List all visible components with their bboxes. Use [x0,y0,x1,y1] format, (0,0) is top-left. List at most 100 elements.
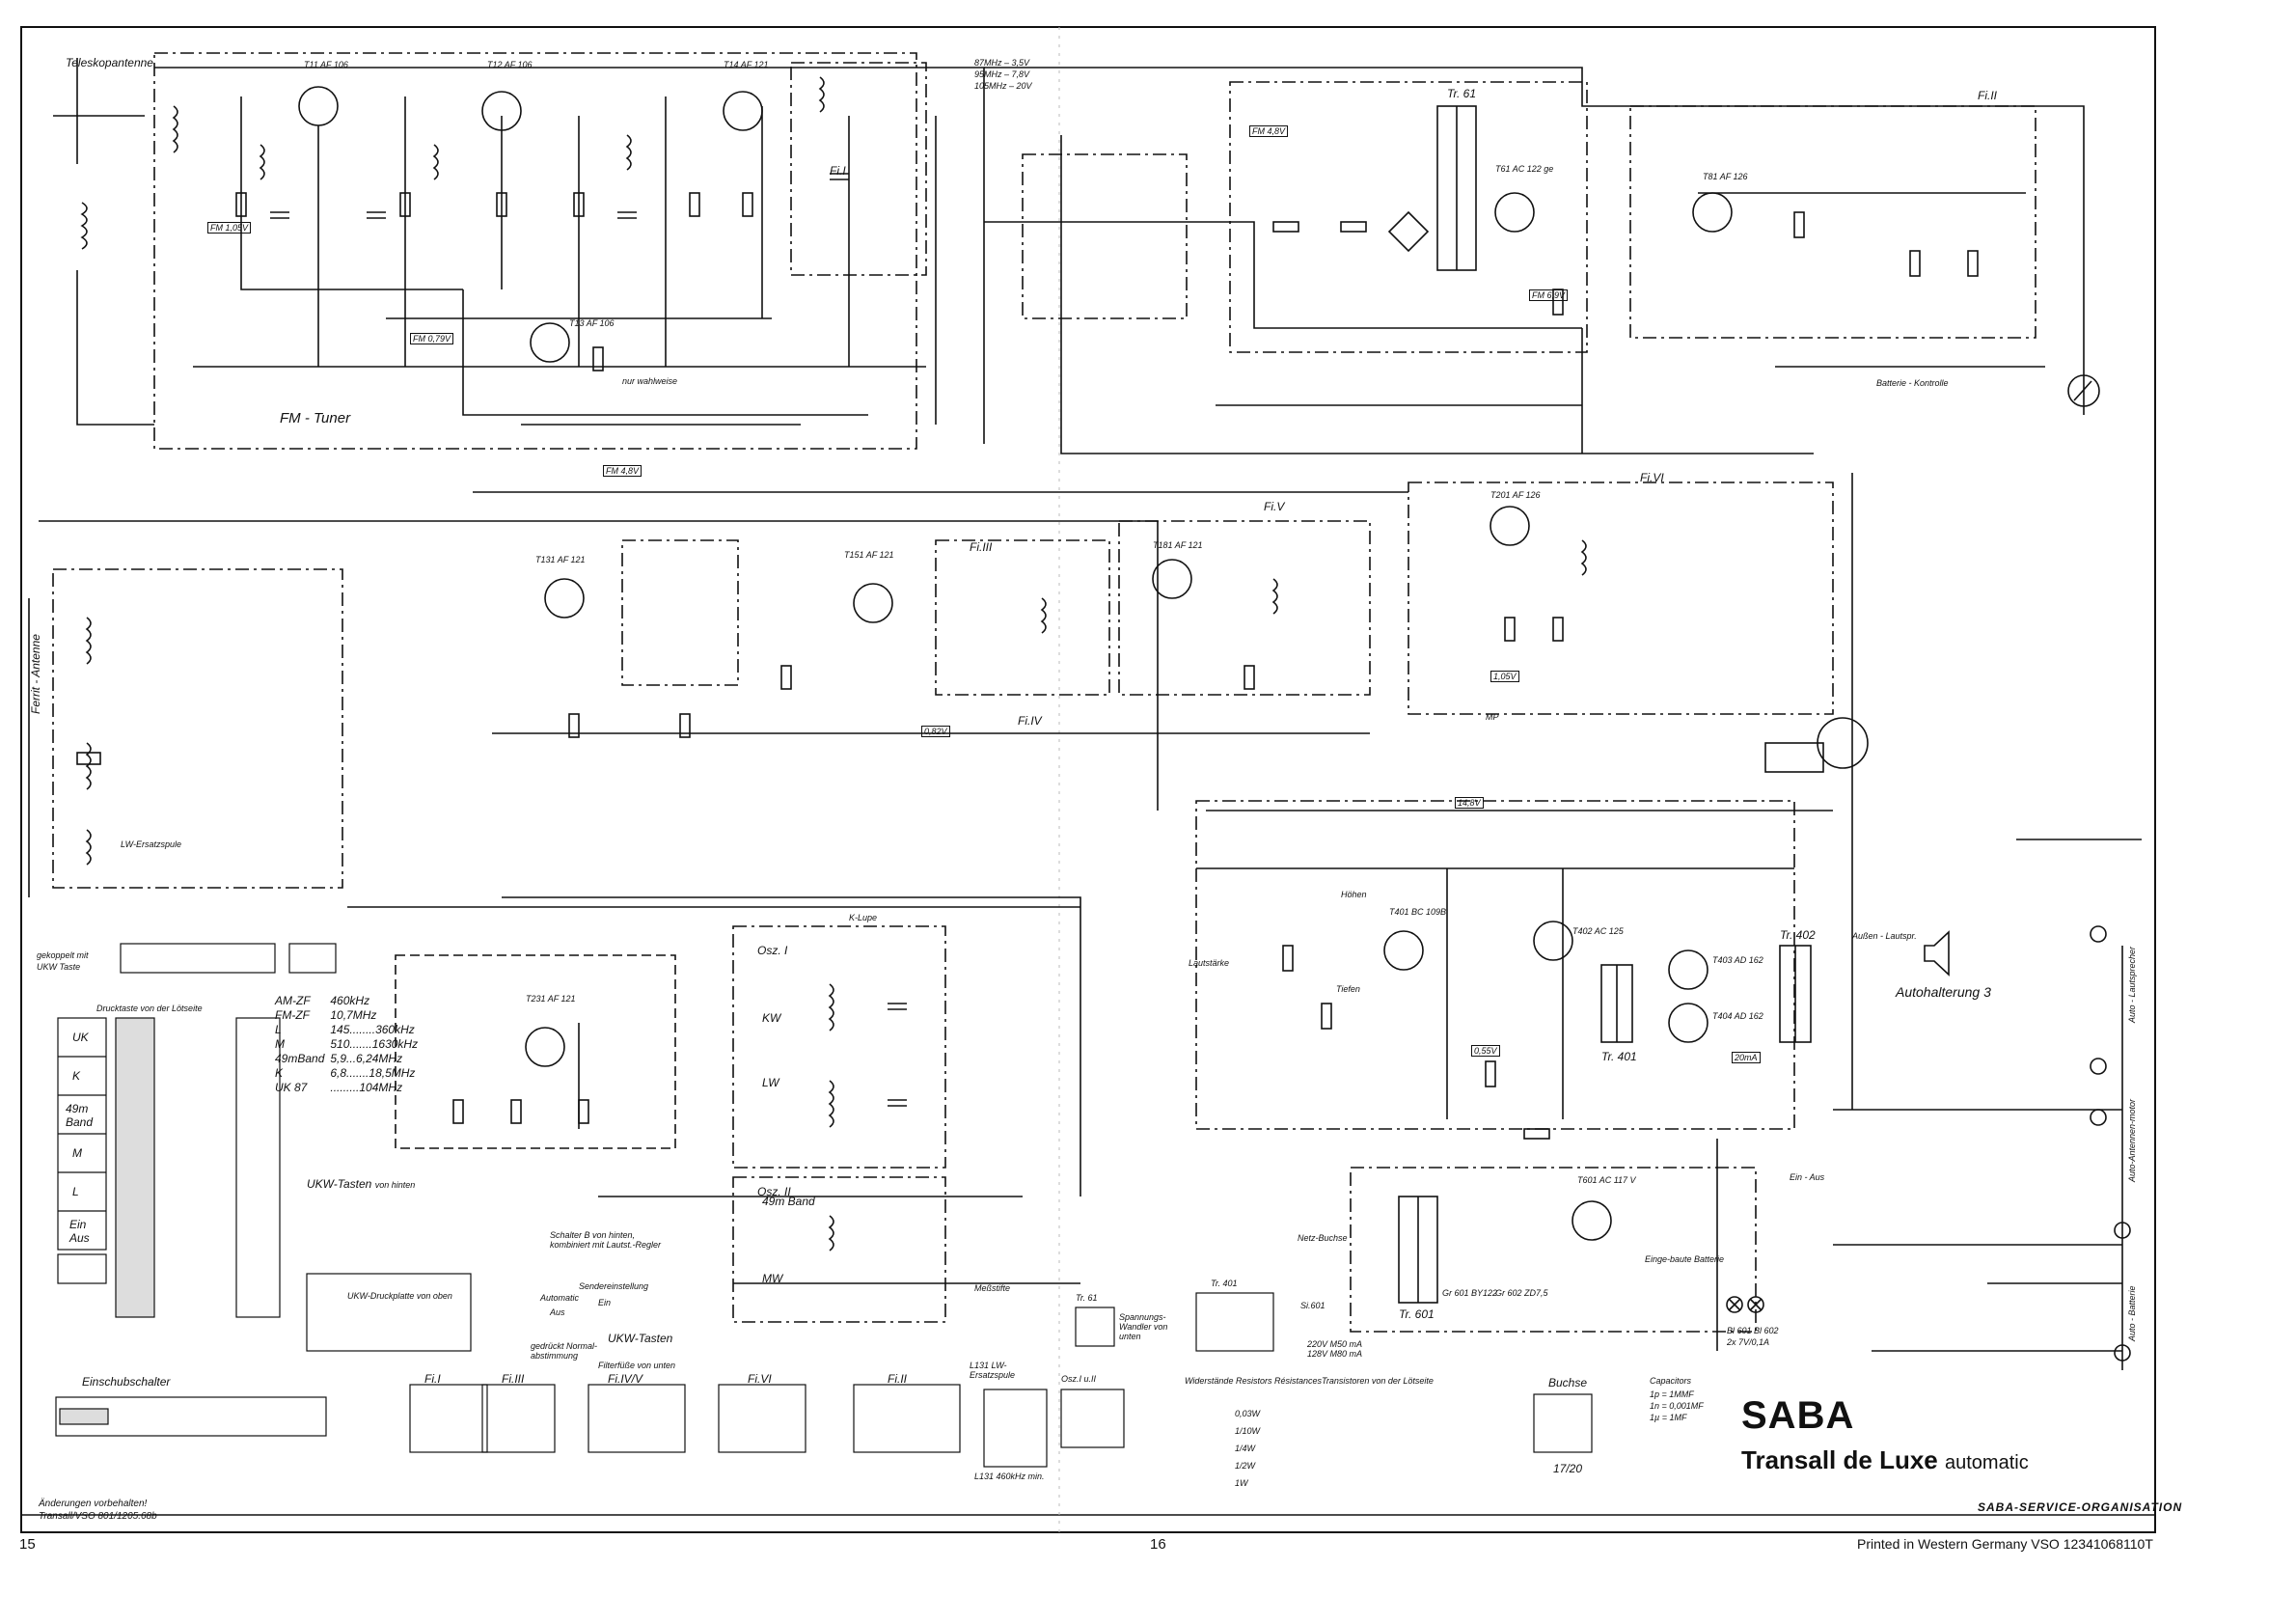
antenna-lead [28,58,154,897]
ein-aus-label: Ein - Aus [1790,1172,1825,1182]
switch-label-l: L [72,1185,79,1198]
foot-fi2: Fi.II [888,1372,907,1386]
transistor-t11: T11 AF 106 [304,60,348,69]
switch-label-k: K [72,1069,81,1083]
fuse-ref: Si.601 [1300,1301,1326,1310]
changes-note: Änderungen vorbehalten! [39,1499,148,1509]
batterie-kontrolle-label: Batterie - Kontrolle [1876,378,1949,388]
transistor-t81: T81 AF 126 [1703,172,1748,181]
filter-label-fi1: Fi.I [830,164,846,178]
nur-wahlweise-label: nur wahlweise [622,376,678,386]
capacitor-legend-u: 1µ = 1MF [1650,1413,1687,1422]
foot-osz: Osz.I u.II [1061,1374,1097,1384]
voltage-box-082v: 0,82V [921,726,950,737]
transformer-tr402: Tr. 402 [1780,928,1816,942]
transistor-t601: T601 AC 117 V [1577,1175,1636,1185]
page-number-left: 15 [19,1536,36,1553]
transistor-t403: T403 AD 162 [1712,955,1763,965]
resistor-legend-14: 1/4W [1235,1444,1256,1453]
fuse-val: 220V M50 mA 128V M80 mA [1307,1339,1363,1359]
service-organisation: SABA-SERVICE-ORGANISATION [1978,1500,2183,1514]
band-voltage-87: 87MHz – 3,5V [974,58,1030,68]
lautstaerke-label: Lautstärke [1189,958,1230,968]
voltage-box-148v: 14,8V [1455,797,1484,809]
netzbuchse-label: Netz-Buchse [1298,1233,1348,1243]
transistor-t181: T181 AF 121 [1153,540,1203,550]
transistor-t131: T131 AF 121 [535,555,586,564]
capacitor-legend-p: 1p = 1MMF [1650,1389,1694,1399]
transistor-t404: T404 AD 162 [1712,1011,1763,1021]
voltage-box-fm48-top: FM 4,8V [1249,125,1289,137]
printed-note: Printed in Western Germany VSO 123410681… [1857,1536,2153,1552]
voltage-box-fm48: FM 4,8V [603,465,642,477]
lamp-val: 2x 7V/0,1A [1727,1337,1770,1347]
ein-label: Ein [598,1298,612,1307]
gekoppelt-label: gekoppelt mit [37,950,89,960]
ukw-tasten-label: UKW-Tasten von hinten [307,1177,416,1191]
voltage-box-fm69: FM 6,9V [1529,289,1569,301]
voltage-box-105v: 1,05V [1490,671,1519,682]
osz2-label: Osz. II [757,1185,791,1198]
ukw-druckplatte-label: UKW-Druckplatte von oben [347,1291,452,1301]
voltage-box-fm105: FM 1,05V [207,222,252,234]
osz1-label: Osz. I [757,944,788,957]
lw-label: LW [762,1076,779,1089]
am-front-end-block [39,473,1869,1110]
transistor-t61: T61 AC 122 ge [1495,164,1554,174]
auto-lautsprecher-label: Auto - Lautsprecher [2127,946,2137,1023]
foot-fi6: Fi.VI [748,1372,772,1386]
k-lupe-label: K-Lupe [849,913,878,922]
transistor-t231: T231 AF 121 [526,994,576,1004]
mp-label: MP [1486,712,1499,722]
filter-label-fi2: Fi.II [1978,89,1997,102]
aussen-lautspr-label: Außen - Lautspr. [1852,931,1917,941]
schalter-b-label: Schalter B von hinten, kombiniert mit La… [550,1230,662,1250]
switch-label-uk: UK [72,1031,89,1044]
ferrite-antenna-label: Ferrit - Antenne [29,634,42,714]
switch-label-ein-aus: Ein Aus [69,1218,90,1245]
capacitors-label: Capacitors [1650,1376,1692,1386]
ukw-tasten-caption: UKW-Tasten [608,1332,673,1345]
buchse-label: Buchse [1548,1376,1588,1389]
transistor-t13: T13 AF 106 [569,318,615,328]
freq-row: UK 87.........104MHz [275,1081,403,1094]
auto-antennenmotor-label: Auto-Antennen-motor [2127,1098,2137,1182]
foot-fi45: Fi.IV/V [608,1372,643,1386]
drucktaste-label: Drucktaste von der Lötseite [96,1004,203,1013]
automatic-label: Automatic [540,1293,580,1303]
antenna-label: Teleskopantenne [66,56,153,69]
resistor-legend-12: 1/2W [1235,1461,1256,1471]
oscillator-block [395,896,1081,1323]
foot-tr61: Tr. 61 [1076,1293,1098,1303]
hoehen-label: Höhen [1341,890,1367,899]
resistor-legend-110: 1/10W [1235,1426,1261,1436]
foot-tr401: Tr. 401 [1211,1279,1238,1288]
capacitor-legend-n: 1n = 0,001MF [1650,1401,1704,1411]
audio-power-block [1195,800,2142,1370]
aus-label: Aus [550,1307,565,1317]
sendereinstellung-label: Sendereinstellung [579,1281,649,1291]
filter-label-fi5: Fi.V [1264,500,1285,513]
sheet-border [20,26,2156,1533]
auto-batterie-label: Auto - Batterie [2127,1285,2137,1341]
model-title: Transall de Luxe automatic [1741,1445,2029,1474]
filter-label-fi6: Fi.VI [1640,471,1664,484]
filter-label-fi3: Fi.III [970,540,993,554]
transistor-t14: T14 AF 121 [724,60,769,69]
foot-fi1: Fi.I [424,1372,441,1386]
transistor-t151: T151 AF 121 [844,550,894,560]
if-and-converter-block [790,62,2100,454]
transistor-t402: T402 AC 125 [1572,926,1624,936]
l131-freq-label: L131 460kHz min. [974,1472,1045,1481]
filterfuesse-label: Filterfüße von unten [598,1361,676,1370]
band-voltage-95: 95MHz – 7,8V [974,69,1030,79]
page-number-right: 16 [1150,1536,1166,1553]
lamp-ref: Bl 601 Bl 602 [1727,1326,1779,1335]
